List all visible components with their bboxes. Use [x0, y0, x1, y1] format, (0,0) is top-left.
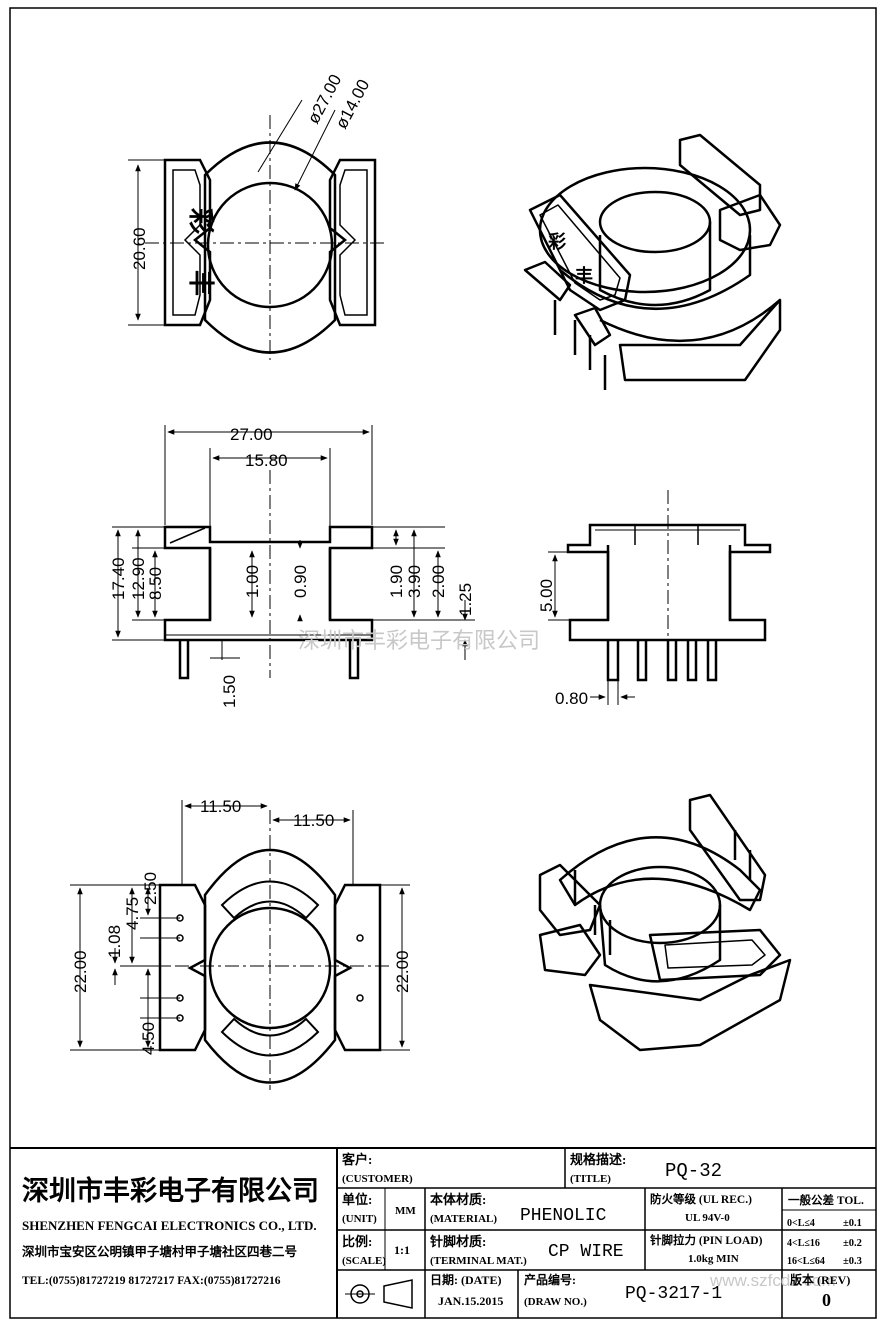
customer-label: 客户:: [342, 1152, 372, 1167]
dim-bottom-h-right: 22.00: [393, 950, 412, 993]
front-view-dims: [112, 425, 475, 660]
terminal-label-en: (TERMINAL MAT.): [430, 1255, 527, 1267]
tol-val-2: ±0.2: [843, 1238, 862, 1249]
marking-char-1: 丰: [186, 270, 215, 296]
terminal-value: CP WIRE: [548, 1242, 624, 1262]
customer-label-en: (CUSTOMER): [342, 1173, 413, 1185]
tol-val-1: ±0.1: [843, 1218, 862, 1229]
scale-value: 1:1: [394, 1243, 410, 1257]
unit-label: 单位:: [342, 1192, 372, 1207]
front-view: [163, 470, 374, 680]
company-address: 深圳市宝安区公明镇甲子塘村甲子塘社区四巷二号: [22, 1244, 297, 1259]
dim-front-width-outer: 27.00: [230, 425, 273, 444]
dim-side-pin-w: 0.80: [555, 689, 588, 708]
dim-bottom-h-left: 22.00: [71, 950, 90, 993]
scale-label-en: (SCALE): [342, 1255, 386, 1267]
dim-side-h: 5.00: [537, 579, 556, 612]
tol-label: 一般公差 TOL.: [788, 1193, 864, 1207]
side-view: [566, 490, 772, 682]
ul-label: 防火等级 (UL REC.): [650, 1192, 752, 1206]
unit-label-en: (UNIT): [342, 1213, 377, 1225]
drawno-label-en: (DRAW NO.): [524, 1296, 587, 1308]
dim-front-125: 1.25: [456, 583, 475, 616]
top-view-dims: [128, 99, 336, 326]
pinload-label: 针脚拉力 (PIN LOAD): [650, 1233, 763, 1247]
rev-label: 版本 (REV): [790, 1272, 850, 1287]
rev-value: 0: [822, 1290, 831, 1310]
dim-front-wall: 0.90: [291, 565, 310, 598]
dim-bottom-p250: 2.50: [141, 872, 160, 905]
dim-front-390: 3.90: [405, 565, 424, 598]
tol-range-1: 0<L≤4: [787, 1218, 815, 1229]
material-value: PHENOLIC: [520, 1206, 607, 1226]
date-value: JAN.15.2015: [438, 1294, 503, 1308]
iso-marking-2: 丰: [575, 265, 593, 286]
title-block-lines: [10, 1147, 876, 1318]
dim-front-flange: 1.00: [243, 565, 262, 598]
company-contact: TEL:(0755)81727219 81727217 FAX:(0755)81…: [22, 1275, 281, 1287]
dim-front-width-inner: 15.80: [245, 451, 288, 470]
date-label: 日期: (DATE): [430, 1272, 501, 1287]
company-name-en: SHENZHEN FENGCAI ELECTRONICS CO., LTD.: [22, 1218, 317, 1233]
drawno-label: 产品编号:: [524, 1272, 576, 1287]
material-label: 本体材质:: [430, 1192, 486, 1207]
scale-label: 比例:: [342, 1234, 372, 1249]
unit-value: MM: [395, 1205, 416, 1217]
iso-marking-1: 彩: [547, 232, 566, 252]
iso-view-bottom: [538, 793, 792, 1052]
drawno-value: PQ-3217-1: [625, 1284, 722, 1304]
tol-range-3: 16<L≤64: [787, 1256, 825, 1267]
iso-view-top: [523, 133, 782, 390]
dim-front-190: 1.90: [387, 565, 406, 598]
bottom-view: [150, 810, 390, 1090]
title-value: PQ-32: [665, 1160, 722, 1182]
dim-bottom-half-right: 11.50: [293, 811, 334, 830]
projection-symbol: [345, 1279, 413, 1309]
dim-top-height: 20.60: [130, 227, 149, 270]
dim-front-h-total: 17.40: [109, 557, 128, 600]
material-label-en: (MATERIAL): [430, 1213, 497, 1225]
dim-front-pin-len: 1.50: [220, 675, 239, 708]
dim-bottom-half-left: 11.50: [200, 797, 241, 816]
watermark-text: 深圳市丰彩电子有限公司: [298, 628, 540, 653]
tol-range-2: 4<L≤16: [787, 1238, 820, 1249]
title-label-en: (TITLE): [570, 1173, 611, 1185]
dim-bottom-p108: 1.08: [105, 925, 124, 958]
bottom-view-dims: [70, 800, 410, 1051]
side-view-dims: [548, 551, 635, 705]
watermark-url: www.szfcdz.com: [709, 1271, 836, 1290]
company-name-cn: 深圳市丰彩电子有限公司: [22, 1175, 319, 1206]
dim-bottom-p475: 4.75: [123, 897, 142, 930]
ul-value: UL 94V-0: [685, 1212, 730, 1224]
dim-bottom-p450: 4.50: [139, 1022, 158, 1055]
tol-val-3: ±0.3: [843, 1256, 862, 1267]
pinload-value: 1.0kg MIN: [688, 1253, 739, 1265]
marking-char-2: 彩: [186, 207, 215, 234]
drawing-border: [9, 7, 877, 1319]
terminal-label: 针脚材质:: [429, 1234, 486, 1249]
top-view: [145, 115, 385, 360]
dim-front-200: 2.00: [429, 565, 448, 598]
dim-front-h-body: 12.90: [129, 557, 148, 600]
dim-front-h-window: 8.50: [146, 567, 165, 600]
title-label: 规格描述:: [570, 1152, 626, 1167]
